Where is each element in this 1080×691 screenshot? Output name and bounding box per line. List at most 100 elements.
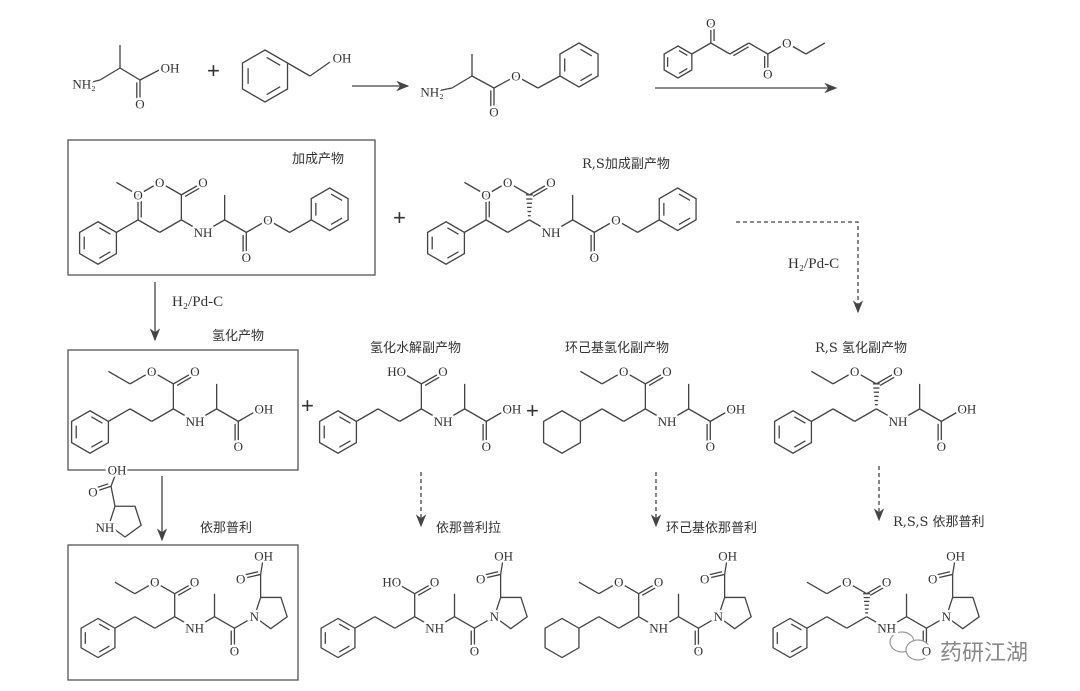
bond bbox=[442, 408, 465, 422]
bond bbox=[598, 616, 620, 629]
atom-label-oh: OH bbox=[108, 463, 127, 478]
benzene-ring bbox=[559, 42, 599, 88]
label-cyclohexyl-byproduct: 环己基氢化副产物 bbox=[565, 341, 669, 356]
bond bbox=[811, 370, 834, 385]
benzene-ring bbox=[310, 187, 349, 232]
atom-label-o: O bbox=[937, 439, 946, 454]
bond bbox=[471, 75, 495, 89]
bond bbox=[181, 219, 204, 233]
bond bbox=[919, 408, 942, 422]
bond bbox=[578, 581, 600, 595]
bond bbox=[688, 408, 711, 422]
enalapril-box bbox=[67, 544, 299, 681]
bond bbox=[846, 581, 868, 595]
aromatic-bond bbox=[98, 645, 110, 653]
pyrrolidine-ring bbox=[945, 596, 980, 630]
bond bbox=[866, 616, 887, 629]
double-bond bbox=[241, 571, 259, 577]
aromatic-bond bbox=[338, 645, 350, 653]
aromatic-bond bbox=[91, 416, 103, 424]
plus-sign: + bbox=[393, 205, 406, 230]
bond bbox=[618, 616, 640, 629]
aromatic-bond bbox=[790, 623, 802, 631]
bond bbox=[623, 370, 646, 385]
atom-label-o: O bbox=[782, 36, 791, 51]
atom-label-nh: NH bbox=[95, 520, 114, 535]
pyrrolidine-ring bbox=[253, 596, 288, 630]
bond bbox=[580, 408, 603, 422]
plus-sign: + bbox=[526, 398, 539, 423]
bond bbox=[464, 408, 487, 422]
atom-label-o: O bbox=[763, 67, 772, 82]
atom-label-o: O bbox=[893, 364, 902, 379]
bond bbox=[139, 67, 164, 81]
bond bbox=[83, 79, 101, 85]
bond bbox=[110, 486, 116, 507]
bond bbox=[137, 181, 161, 196]
atom-label-oh: OH bbox=[718, 549, 737, 564]
atom-label-oh: OH bbox=[254, 549, 273, 564]
bond bbox=[114, 581, 136, 595]
atom-label-o: O bbox=[470, 644, 479, 659]
aromatic-bond bbox=[678, 217, 691, 225]
aromatic-bond bbox=[580, 73, 593, 82]
atom-label-o: O bbox=[694, 644, 703, 659]
bond bbox=[174, 616, 195, 629]
label-rs-adduct: R,S加成副产物 bbox=[582, 157, 670, 172]
label-hydrolysis-byproduct: 氢化水解副产物 bbox=[370, 341, 461, 356]
bond bbox=[786, 42, 807, 55]
atom-label-nh: NH bbox=[658, 414, 677, 429]
bond bbox=[151, 408, 174, 422]
atom-label-o: O bbox=[198, 175, 207, 190]
atom-label-ho: HO bbox=[382, 575, 401, 590]
bond bbox=[645, 408, 668, 422]
double-bond bbox=[641, 585, 659, 596]
double-bond bbox=[177, 585, 195, 596]
atom-label-o: O bbox=[706, 439, 715, 454]
bond bbox=[108, 408, 131, 422]
atom-label-nh: NH bbox=[649, 621, 668, 636]
bond bbox=[485, 408, 509, 422]
atom-label-o: O bbox=[489, 105, 498, 120]
atom-label-o: O bbox=[135, 97, 144, 112]
benzene-ring bbox=[773, 409, 813, 455]
atom-label-nh: NH bbox=[186, 414, 205, 429]
atom-label-oh: OH bbox=[333, 51, 352, 66]
atom-label-o: O bbox=[430, 575, 439, 590]
pyrrolidine-ring bbox=[717, 596, 752, 630]
benzene-ring bbox=[80, 617, 116, 659]
bond bbox=[906, 616, 927, 629]
atom-label-oh: OH bbox=[946, 549, 965, 564]
atom-label-ho: HO bbox=[387, 364, 406, 379]
aromatic-bond bbox=[99, 251, 111, 259]
double-bond bbox=[532, 185, 551, 197]
bond bbox=[134, 581, 156, 595]
atom-label-o: O bbox=[263, 212, 272, 227]
bond bbox=[159, 181, 182, 196]
atom-label-o: O bbox=[230, 644, 239, 659]
bond bbox=[154, 581, 176, 595]
benzene-ring bbox=[663, 45, 693, 79]
atom-label-nh: NH bbox=[425, 621, 444, 636]
bond bbox=[464, 219, 487, 233]
bond bbox=[691, 42, 712, 55]
bond bbox=[451, 75, 473, 89]
atom-label-nh2: NH₂ bbox=[72, 77, 95, 92]
bond bbox=[811, 408, 834, 422]
cyclohexane-ring bbox=[542, 409, 582, 455]
atom-label-o: O bbox=[611, 212, 620, 227]
atom-label-oh: OH bbox=[727, 401, 746, 416]
atom-label-n: N bbox=[942, 609, 952, 624]
bond bbox=[394, 581, 416, 595]
bond bbox=[767, 42, 788, 55]
atom-label-o: O bbox=[242, 250, 251, 265]
bond bbox=[237, 408, 261, 422]
double-bond bbox=[866, 581, 887, 595]
bond bbox=[638, 616, 659, 629]
atom-label-o: O bbox=[482, 439, 491, 454]
bond bbox=[658, 616, 679, 629]
bond bbox=[421, 408, 444, 422]
atom-label-o: O bbox=[922, 644, 931, 659]
bond bbox=[618, 581, 640, 595]
